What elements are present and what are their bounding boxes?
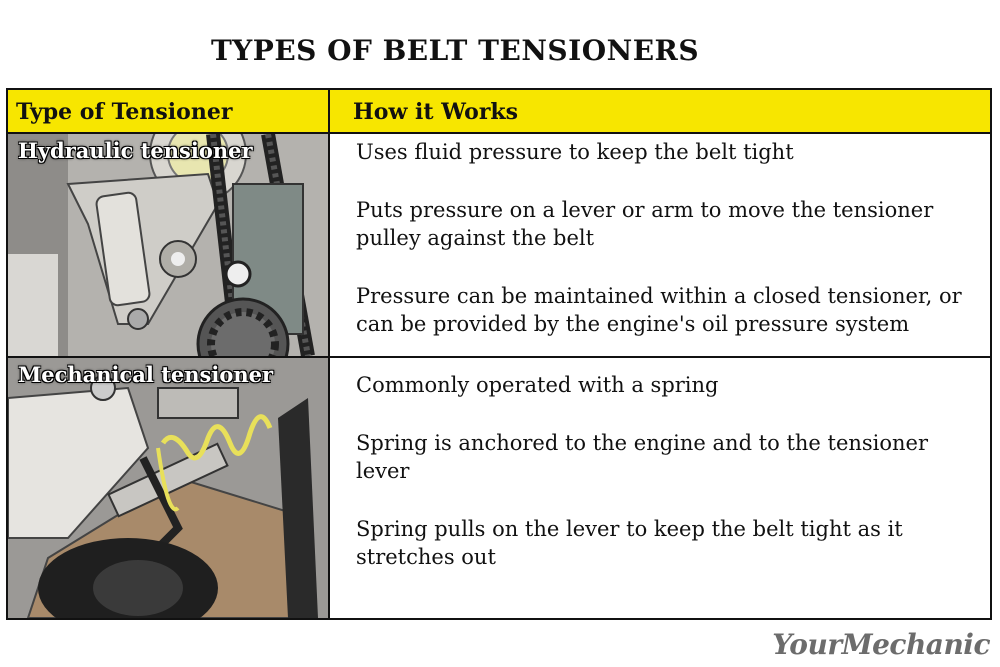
header-type: Type of Tensioner — [16, 99, 233, 125]
tensioner-table: Type of Tensioner How it Works Hydraulic… — [6, 88, 992, 620]
header-how: How it Works — [353, 99, 519, 125]
row1-type-label: Hydraulic tensioner — [18, 138, 253, 163]
row2-point-2: Spring is anchored to the engine and to … — [356, 431, 929, 483]
row2-point-3: Spring pulls on the lever to keep the be… — [356, 517, 903, 569]
row1-point-3: Pressure can be maintained within a clos… — [356, 284, 962, 336]
brand-logo: YourMechanic — [772, 628, 990, 661]
table-header: Type of Tensioner How it Works — [8, 90, 990, 134]
row1-description: Uses fluid pressure to keep the belt tig… — [356, 138, 986, 368]
row2-type-label: Mechanical tensioner — [18, 362, 274, 387]
hydraulic-tensioner-illustration: Hydraulic tensioner — [8, 134, 328, 356]
row2-point-1: Commonly operated with a spring — [356, 373, 719, 397]
page-title: TYPES OF BELT TENSIONERS — [210, 34, 700, 67]
row2-description: Commonly operated with a spring Spring i… — [356, 371, 986, 601]
row1-point-2: Puts pressure on a lever or arm to move … — [356, 198, 934, 250]
mechanical-tensioner-illustration: Mechanical tensioner — [8, 358, 328, 618]
column-divider — [328, 90, 330, 618]
row-divider — [8, 356, 990, 358]
row1-point-1: Uses fluid pressure to keep the belt tig… — [356, 140, 794, 164]
